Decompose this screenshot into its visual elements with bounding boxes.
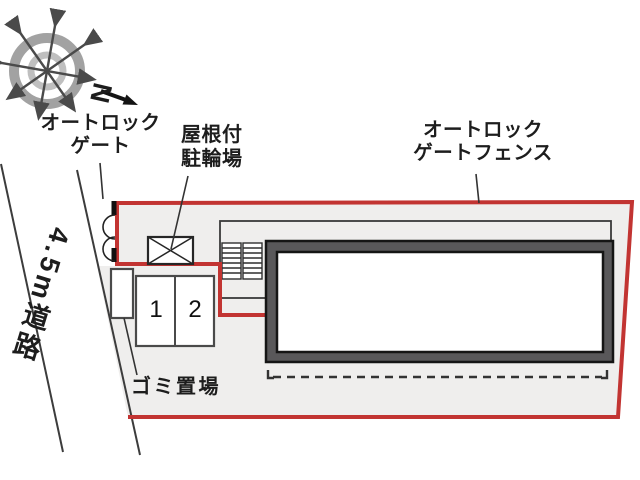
building (264, 239, 615, 364)
parking-area (134, 274, 216, 348)
covered-bike-parking-label: 屋根付 駐輪場 (181, 123, 301, 171)
compass-rose-icon (0, 7, 138, 121)
north-arrow-icon (100, 89, 138, 105)
road-left-edge (0, 163, 64, 453)
leader-lines (99, 162, 480, 376)
parking-space-1-number: 1 (149, 296, 163, 323)
fence-label-line1: オートロック (422, 119, 543, 141)
boundary-fence-left (115, 201, 268, 317)
boundary-fence-line (114, 199, 635, 419)
garbage-area-box (109, 267, 135, 320)
autolock-gate-fence-label: オートロック ゲートフェンス (398, 119, 568, 165)
stairs-icon (221, 242, 263, 280)
autolock-gate-icon (102, 201, 117, 262)
autolock-gate-label: オートロック ゲート (18, 112, 183, 158)
bike-label-line1: 屋根付 (181, 124, 243, 146)
bicycle-parking-box (146, 235, 195, 266)
fence-label-line2: ゲートフェンス (413, 142, 553, 164)
autolock-gate-label-line2: ゲート (70, 135, 131, 157)
bike-label-line2: 駐輪場 (181, 148, 243, 170)
garbage-area-label: ゴミ置場 (131, 376, 221, 398)
eaves-dashed-line (266, 370, 609, 380)
parking-space-2-number: 2 (188, 296, 202, 323)
autolock-gate-label-line1: オートロック (40, 112, 161, 134)
road-right-edge (76, 169, 141, 456)
